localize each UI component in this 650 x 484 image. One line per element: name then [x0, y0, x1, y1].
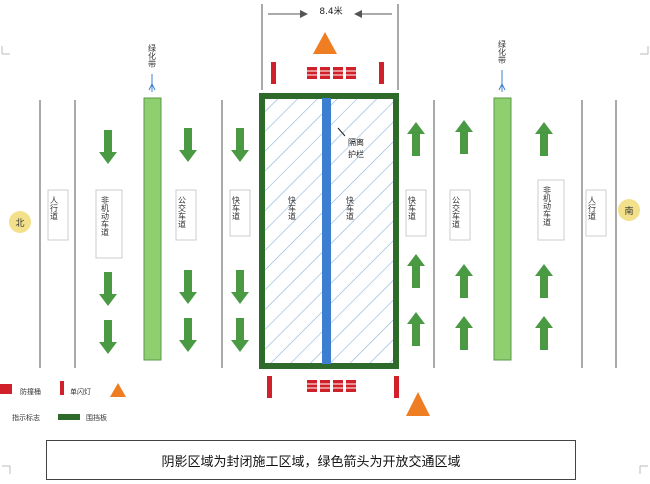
warning-cone-top [313, 32, 337, 54]
fast-lane-label-right: 快车道 [408, 195, 417, 221]
legend-anti-collision: 防撞桶 [20, 387, 41, 396]
caption-box: 阴影区域为封闭施工区域，绿色箭头为开放交通区域 [46, 440, 576, 480]
flash-light-top-left [271, 62, 276, 84]
svg-text:绿化带: 绿化带 [498, 40, 507, 65]
arrows-northbound [407, 120, 553, 350]
corner-mark-top-left [1, 46, 10, 55]
svg-text:隔离: 隔离 [348, 137, 364, 147]
arrows-southbound [99, 128, 249, 354]
guardrail-callout: 隔离 护栏 [337, 127, 364, 159]
svg-text:南: 南 [624, 205, 633, 217]
non-motor-label-right: 非机动车道 [543, 185, 552, 227]
bus-lane-label-left: 公交车道 [178, 196, 187, 229]
fast-lane-label-closed-right: 快车道 [346, 195, 355, 221]
warning-cone-bottom [406, 392, 430, 416]
legend-flash-light: 单闪灯 [70, 387, 91, 396]
north-marker: 北 [9, 211, 31, 233]
closed-construction-zone [259, 93, 399, 369]
legend-warning-sign: 指示标志 [12, 413, 40, 422]
corner-mark-bottom-left [2, 465, 11, 474]
svg-text:绿化带: 绿化带 [148, 44, 157, 69]
legend: 防撞桶 单闪灯 指示标志 围挡板 [0, 381, 126, 422]
green-belt-label-left: 绿化带 [148, 44, 157, 92]
legend-barrel-icon [0, 384, 12, 394]
legend-fence-icon [58, 414, 80, 420]
road-lines [39, 100, 617, 368]
dimension-label: 8.4米 [319, 5, 342, 17]
width-dimension: 8.4米 [261, 4, 399, 90]
green-belt-label-right: 绿化带 [498, 40, 507, 92]
south-marker: 南 [618, 199, 640, 221]
sidewalk-label-right: 人行道 [588, 196, 597, 221]
corner-mark-top-right [640, 46, 649, 55]
barrels-bottom [307, 380, 356, 392]
legend-fence: 围挡板 [86, 413, 107, 422]
green-belt-right [493, 97, 512, 361]
sidewalk-label-left: 人行道 [50, 196, 59, 221]
lane-labels: 人行道 非机动车道 公交车道 快车道 快车道 快车道 快车道 公交车道 非机动车… [47, 179, 607, 259]
legend-flash-icon [60, 381, 64, 395]
fast-lane-label-closed-left: 快车道 [288, 195, 297, 221]
legend-cone-icon [110, 383, 126, 397]
green-belt-left [143, 97, 162, 361]
svg-text:护栏: 护栏 [348, 149, 364, 159]
non-motor-label-left: 非机动车道 [101, 195, 110, 237]
corner-mark-bottom-right [639, 465, 648, 474]
flash-light-bottom-left [267, 376, 272, 398]
flash-light-top-right [379, 62, 384, 84]
bus-lane-label-right: 公交车道 [452, 196, 461, 229]
fast-lane-label-left: 快车道 [232, 195, 241, 221]
median-guardrail [322, 98, 331, 364]
flash-light-bottom-right [394, 376, 399, 398]
svg-text:北: 北 [15, 218, 24, 229]
barrels-top [307, 67, 356, 79]
